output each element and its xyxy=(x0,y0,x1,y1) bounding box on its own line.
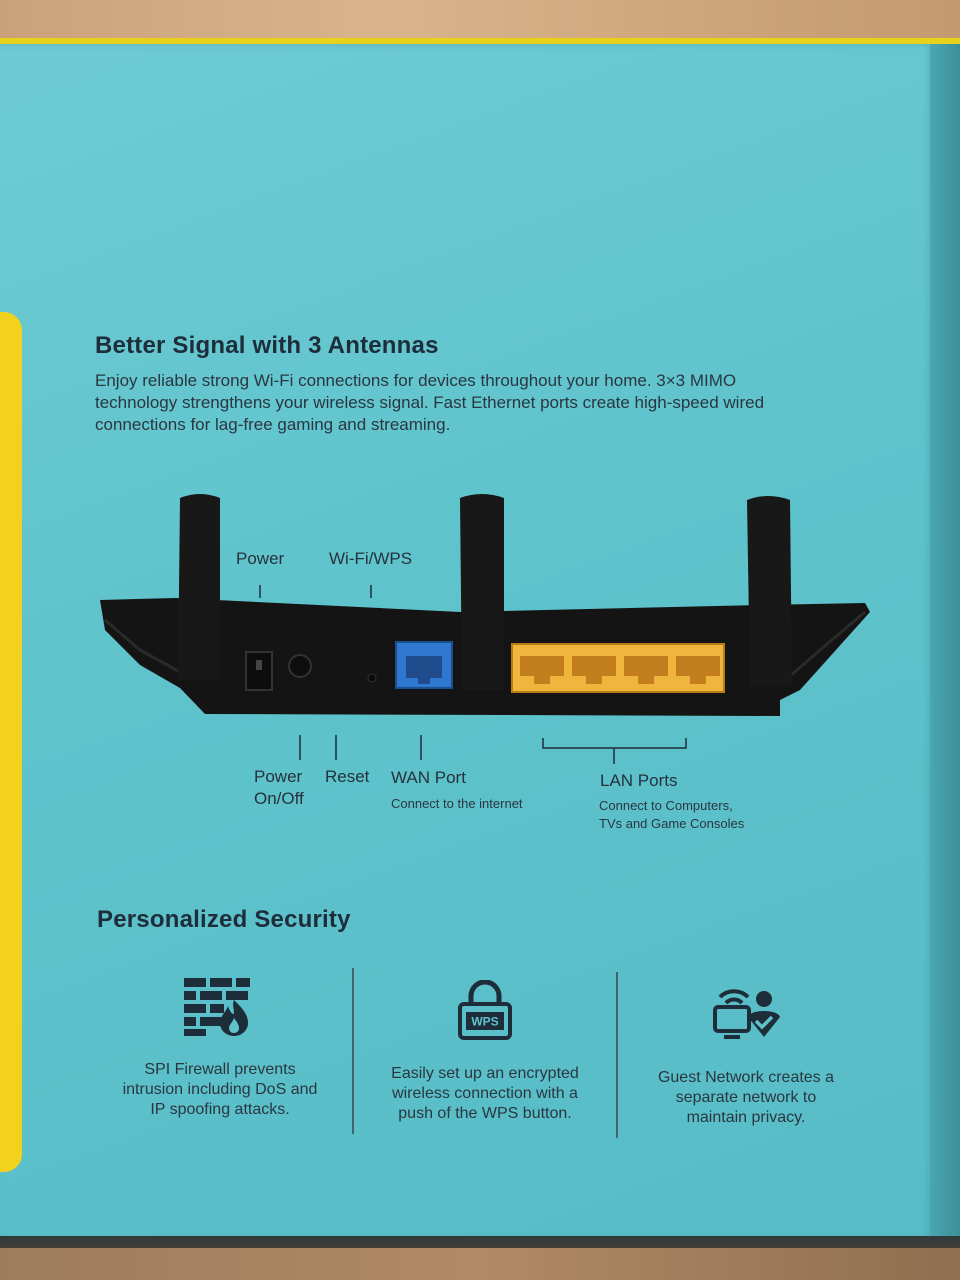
feature-line: Easily set up an encrypted xyxy=(391,1065,579,1082)
feature-firewall-text: SPI Firewall prevents intrusion includin… xyxy=(100,1060,340,1120)
wps-lock-icon: WPS xyxy=(458,980,512,1040)
feature-divider xyxy=(352,968,354,1134)
intro-line: technology strengthens your wireless sig… xyxy=(95,393,765,412)
label-wifi-wps: Wi-Fi/WPS xyxy=(329,549,413,568)
section-title-security: Personalized Security xyxy=(97,906,351,933)
wan-description: Connect to the internet xyxy=(391,796,523,811)
label-power: Power xyxy=(236,549,285,568)
feature-line: maintain privacy. xyxy=(686,1109,806,1126)
feature-line: SPI Firewall prevents xyxy=(144,1061,296,1078)
label-power-onoff-line2: On/Off xyxy=(254,789,304,808)
section-intro: Enjoy reliable strong Wi-Fi connections … xyxy=(95,370,885,436)
feature-line: IP spoofing attacks. xyxy=(150,1101,290,1118)
box-yellow-tab xyxy=(0,312,22,1172)
intro-line: connections for lag-free gaming and stre… xyxy=(95,415,451,434)
label-power-onoff-line1: Power xyxy=(254,767,303,786)
lan-description-line1: Connect to Computers, xyxy=(599,798,733,813)
label-reset: Reset xyxy=(325,767,370,786)
label-wan-port: WAN Port xyxy=(391,768,466,787)
box-yellow-edge xyxy=(0,38,960,48)
table-surface-top xyxy=(0,0,960,45)
section-title-antennas: Better Signal with 3 Antennas xyxy=(95,332,439,359)
feature-guest-text: Guest Network creates a separate network… xyxy=(630,1068,862,1128)
table-surface-bottom xyxy=(0,1248,960,1280)
guest-network-icon xyxy=(713,989,780,1039)
label-lan-ports: LAN Ports xyxy=(600,771,678,790)
lan-description-line2: TVs and Game Consoles xyxy=(599,816,745,831)
feature-line: intrusion including DoS and xyxy=(122,1081,318,1098)
wps-icon-text: WPS xyxy=(471,1015,498,1029)
firewall-icon xyxy=(184,978,250,1036)
feature-line: Guest Network creates a xyxy=(657,1069,835,1086)
box-right-edge xyxy=(930,44,960,1249)
intro-line: Enjoy reliable strong Wi-Fi connections … xyxy=(95,371,737,390)
feature-line: push of the WPS button. xyxy=(398,1105,572,1122)
feature-line: wireless connection with a xyxy=(392,1085,578,1102)
feature-wps-text: Easily set up an encrypted wireless conn… xyxy=(365,1064,605,1124)
feature-line: separate network to xyxy=(675,1089,817,1106)
feature-divider xyxy=(616,972,618,1138)
